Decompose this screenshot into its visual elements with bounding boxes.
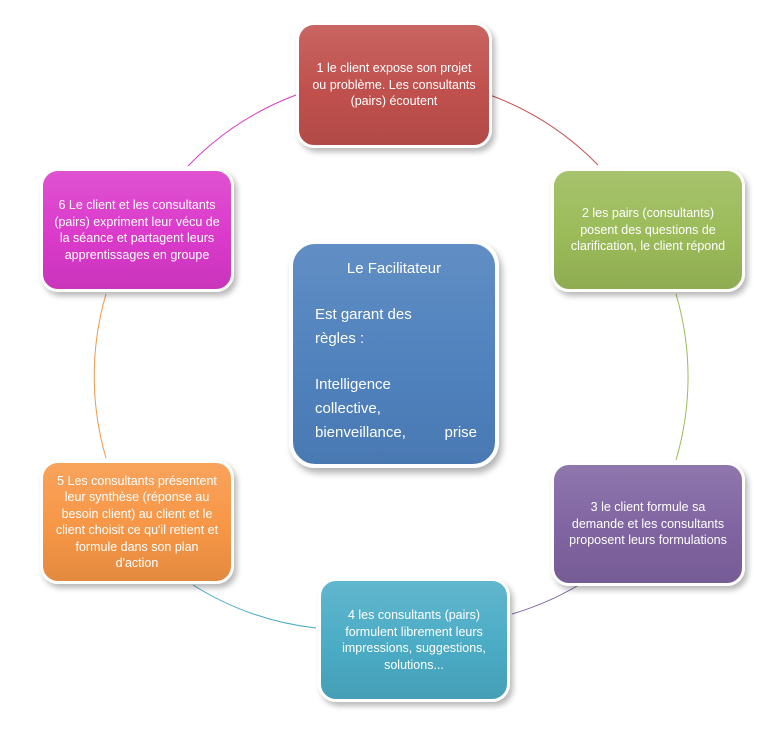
step-5-box: 5 Les consultants présentent leur synthè… bbox=[40, 460, 234, 584]
connector-arc-6-1 bbox=[187, 94, 297, 167]
connector-arc-2-3 bbox=[675, 293, 689, 461]
facilitator-text-line-1: Est garant des bbox=[315, 306, 412, 323]
facilitator-text-line-2: règles : bbox=[315, 330, 365, 347]
facilitator-text-line-3: Intelligence bbox=[315, 376, 391, 393]
step-3-text: 3 le client formule sa demande et les co… bbox=[569, 500, 727, 548]
facilitator-text-line-5: bienveillance, prise bbox=[315, 424, 477, 441]
connector-arc-1-2 bbox=[489, 94, 599, 166]
step-2-text: 2 les pairs (consultants) posent des que… bbox=[570, 206, 726, 254]
facilitator-center-box: Le Facilitateur Est garant des règles : … bbox=[289, 240, 499, 468]
step-6-text: 6 Le client et les consultants (pairs) e… bbox=[54, 198, 220, 262]
step-2-box: 2 les pairs (consultants) posent des que… bbox=[551, 168, 745, 292]
connector-arc-5-6 bbox=[93, 293, 107, 459]
step-5-text: 5 Les consultants présentent leur synthè… bbox=[55, 473, 219, 571]
step-1-box: 1 le client expose son projet ou problèm… bbox=[296, 22, 492, 148]
facilitator-text-line-4: collective, bbox=[315, 400, 381, 417]
step-4-text: 4 les consultants (pairs) formulent libr… bbox=[342, 608, 486, 672]
step-1-text: 1 le client expose son projet ou problèm… bbox=[312, 61, 476, 109]
step-4-box: 4 les consultants (pairs) formulent libr… bbox=[318, 578, 510, 702]
step-3-box: 3 le client formule sa demande et les co… bbox=[551, 462, 745, 586]
facilitator-title: Le Facilitateur bbox=[346, 260, 442, 277]
connector-arc-4-5 bbox=[192, 584, 317, 629]
step-6-box: 6 Le client et les consultants (pairs) e… bbox=[40, 168, 234, 292]
